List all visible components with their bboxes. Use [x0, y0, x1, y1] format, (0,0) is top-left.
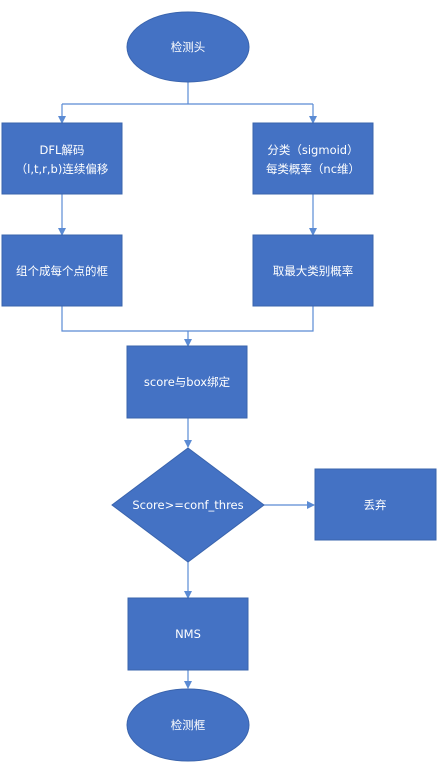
decision-label: Score>=conf_thres [132, 498, 243, 512]
bind-label: score与box绑定 [144, 375, 231, 389]
box-compose-node: 组个成每个点的框 [1, 234, 123, 307]
end-label: 检测框 [171, 718, 206, 732]
start-label: 检测头 [171, 40, 206, 54]
dfl-decode-node: DFL解码 （l,t,r,b)连续偏移 [1, 122, 123, 195]
nms-rect [127, 597, 249, 671]
end-node: 检测框 [126, 688, 250, 762]
classification-label-line1: 分类（sigmoid） [267, 143, 358, 157]
classification-node: 分类（sigmoid） 每类概率（nc维） [252, 122, 374, 195]
max-prob-node: 取最大类别概率 [252, 234, 374, 307]
dfl-decode-label-line2: （l,t,r,b)连续偏移 [16, 162, 109, 176]
edges [61, 82, 317, 689]
nms-label: NMS [175, 627, 201, 641]
classification-label-line2: 每类概率（nc维） [266, 162, 360, 176]
decision-diamond [111, 447, 265, 563]
decision-node: Score>=conf_thres [111, 447, 265, 563]
bind-node: score与box绑定 [126, 345, 248, 419]
bind-rect [126, 345, 248, 419]
box-compose-rect [1, 234, 123, 307]
edge-merge-lines [61, 306, 314, 332]
start-node: 检测头 [126, 11, 250, 83]
max-prob-label: 取最大类别概率 [273, 264, 354, 278]
edge-split-dfl [62, 103, 313, 123]
max-prob-rect [252, 234, 374, 307]
end-ellipse [126, 688, 250, 762]
nms-node: NMS [127, 597, 249, 671]
box-compose-label: 组个成每个点的框 [16, 264, 108, 278]
start-ellipse [126, 11, 250, 83]
classification-rect [252, 122, 374, 195]
dfl-decode-rect [1, 122, 123, 195]
discard-rect [314, 468, 437, 541]
discard-label: 丢弃 [364, 498, 387, 512]
discard-node: 丢弃 [314, 468, 437, 541]
dfl-decode-label-line1: DFL解码 [40, 143, 85, 157]
